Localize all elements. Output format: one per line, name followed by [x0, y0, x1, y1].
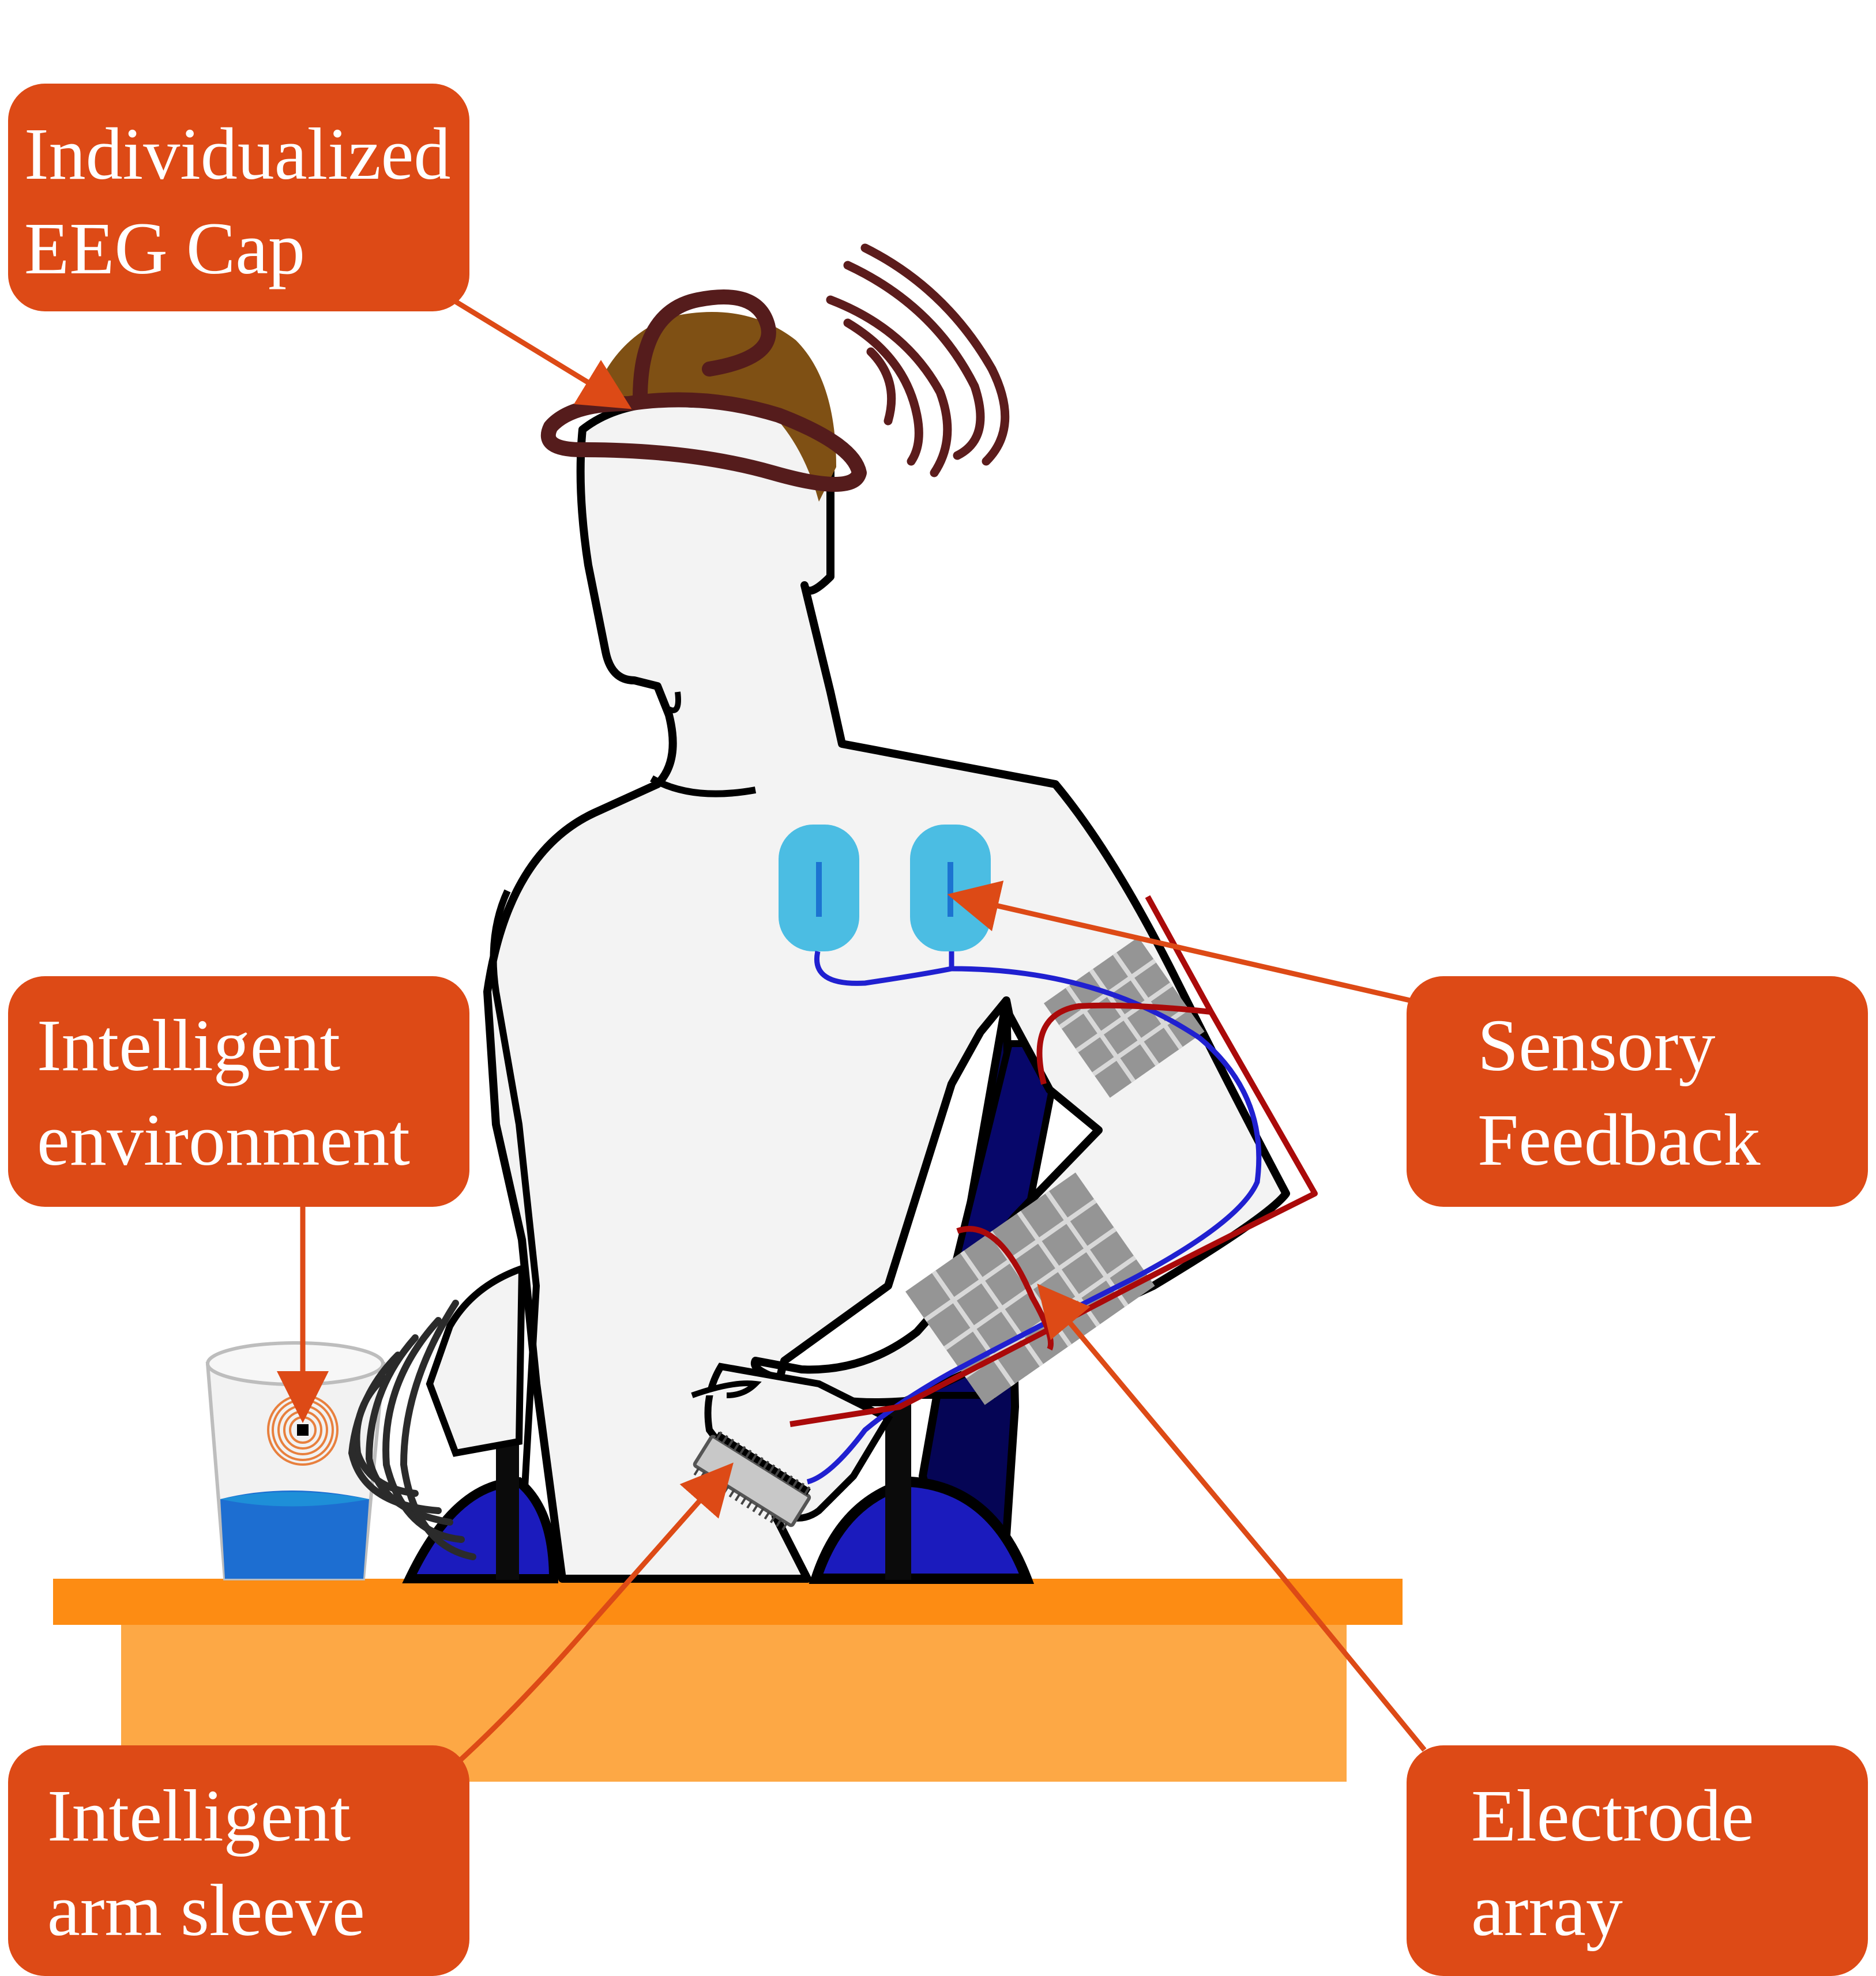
table-top: [53, 1579, 1403, 1625]
leader-eeg-cap: [453, 300, 623, 404]
callout-environment-line1: Intelligent: [37, 998, 469, 1093]
callout-electrode-array: Electrode array: [1407, 1745, 1868, 1976]
callout-sensory-feedback-line2: Feedback: [1478, 1093, 1868, 1187]
callout-eeg-cap: Individualized EEG Cap: [8, 84, 469, 311]
callout-arm-sleeve-line1: Intelligent: [47, 1768, 469, 1863]
wireless-waves-icon: [830, 248, 1005, 473]
callout-environment: Intelligent environment: [8, 976, 469, 1207]
callout-electrode-array-line1: Electrode: [1471, 1768, 1868, 1863]
callout-sensory-feedback: Sensory Feedback: [1407, 976, 1868, 1207]
person-lower-left-arm: [430, 1269, 522, 1453]
callout-arm-sleeve: Intelligent arm sleeve: [8, 1745, 469, 1976]
callout-sensory-feedback-line1: Sensory: [1478, 998, 1868, 1093]
callout-eeg-cap-line2: EEG Cap: [24, 201, 469, 296]
callout-eeg-cap-line1: Individualized: [24, 107, 469, 201]
callout-arm-sleeve-line2: arm sleeve: [47, 1863, 469, 1958]
callout-electrode-array-line2: array: [1471, 1863, 1868, 1958]
callout-environment-line2: environment: [37, 1093, 469, 1187]
